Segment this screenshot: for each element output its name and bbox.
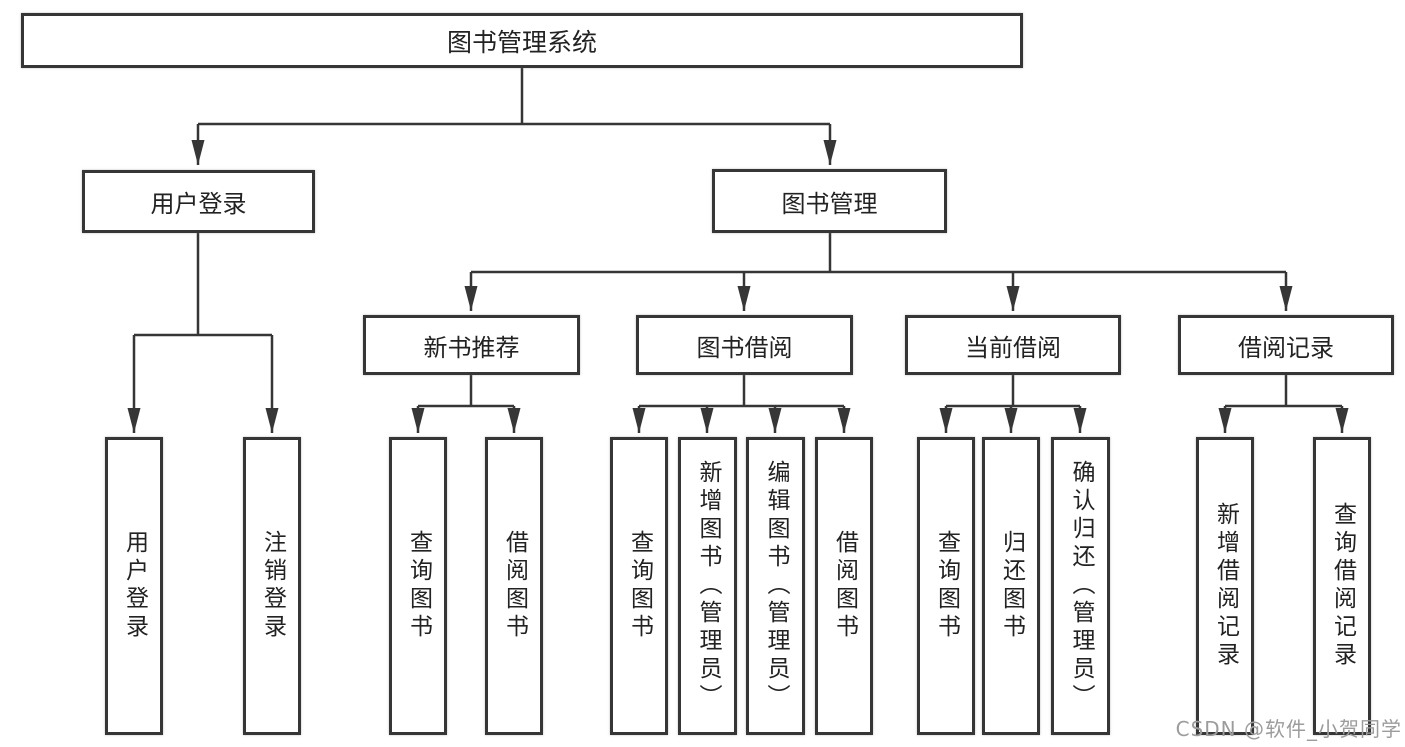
node-book-management: 图书管理	[712, 169, 947, 233]
leaf-current-query-book: 查询图书	[917, 437, 975, 735]
leaf-return-book-label: 归还图书	[998, 530, 1025, 642]
leaf-borrow-book-label: 借阅图书	[831, 530, 858, 642]
leaf-add-book-admin: 新增图书（管理员）	[678, 437, 737, 735]
leaf-edit-book-admin: 编辑图书（管理员）	[746, 437, 805, 735]
node-root-label: 图书管理系统	[446, 27, 597, 57]
leaf-edit-book-admin-label: 编辑图书（管理员）	[763, 460, 789, 712]
leaf-borrow-book: 借阅图书	[815, 437, 873, 735]
leaf-add-borrow-record-label: 新增借阅记录	[1212, 502, 1239, 670]
leaf-user-login-label: 用户登录	[121, 530, 148, 642]
node-borrow-record: 借阅记录	[1178, 315, 1394, 375]
leaf-borrow-query-book-label: 查询图书	[626, 530, 653, 642]
node-root-system: 图书管理系统	[21, 13, 1023, 68]
node-current-borrow: 当前借阅	[905, 315, 1121, 375]
leaf-recommend-query-book: 查询图书	[389, 437, 447, 735]
node-user-login: 用户登录	[82, 170, 315, 233]
leaf-return-book: 归还图书	[982, 437, 1040, 735]
leaf-confirm-return-admin-label: 确认归还（管理员）	[1068, 460, 1094, 712]
leaf-recommend-borrow-book-label: 借阅图书	[501, 530, 528, 642]
leaf-logout-label: 注销登录	[259, 530, 286, 642]
leaf-logout: 注销登录	[243, 437, 301, 735]
leaf-confirm-return-admin: 确认归还（管理员）	[1051, 437, 1110, 735]
node-borrow-record-label: 借阅记录	[1238, 333, 1334, 362]
node-current-borrow-label: 当前借阅	[965, 333, 1061, 362]
node-new-book-recommend-label: 新书推荐	[423, 333, 520, 362]
leaf-current-query-book-label: 查询图书	[933, 530, 960, 642]
leaf-recommend-query-book-label: 查询图书	[405, 530, 432, 642]
leaf-add-book-admin-label: 新增图书（管理员）	[695, 460, 721, 712]
leaf-query-borrow-record: 查询借阅记录	[1313, 437, 1371, 735]
leaf-recommend-borrow-book: 借阅图书	[485, 437, 543, 735]
node-book-borrow: 图书借阅	[636, 315, 853, 375]
leaf-borrow-query-book: 查询图书	[610, 437, 668, 735]
node-user-login-label: 用户登录	[150, 190, 247, 218]
node-new-book-recommend: 新书推荐	[363, 315, 580, 375]
node-book-borrow-label: 图书借阅	[696, 333, 793, 362]
node-book-management-label: 图书管理	[781, 189, 878, 218]
leaf-add-borrow-record: 新增借阅记录	[1196, 437, 1254, 735]
leaf-query-borrow-record-label: 查询借阅记录	[1329, 502, 1356, 670]
csdn-watermark: CSDN @软件_小贺同学	[1175, 717, 1402, 741]
leaf-user-login: 用户登录	[105, 437, 163, 735]
